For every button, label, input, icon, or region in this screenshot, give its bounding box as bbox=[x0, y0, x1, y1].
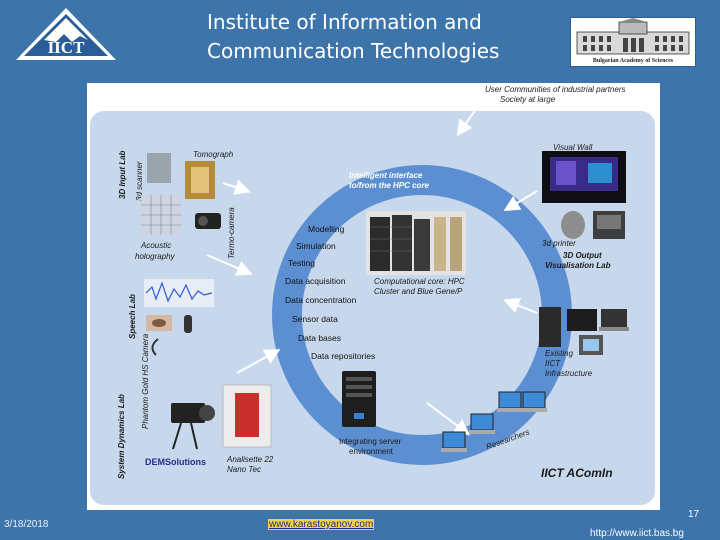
analysette-label-2: Nano Tec bbox=[227, 465, 261, 474]
page-title: Institute of Information and Communicati… bbox=[207, 8, 537, 66]
existing-label-1: Existing bbox=[545, 349, 574, 358]
title-line-1: Institute of Information and bbox=[207, 10, 482, 34]
infrastructure-image bbox=[539, 307, 629, 355]
server-caption-2: environment bbox=[349, 447, 394, 456]
core-item-simulation: Simulation bbox=[296, 241, 336, 251]
existing-label-3: Infrastructure bbox=[545, 369, 593, 378]
researchers-laptops bbox=[441, 391, 547, 452]
phantom-camera-label: Phantom Gold HS Camera bbox=[141, 333, 150, 429]
diagram-slide: User Communities of industrial partners … bbox=[87, 83, 660, 510]
arrows bbox=[206, 104, 538, 436]
core-item-data-bases: Data bases bbox=[298, 333, 341, 343]
core-item-data-acquisition: Data acquisition bbox=[285, 276, 346, 286]
core-item-testing: Testing bbox=[288, 258, 315, 268]
bas-logo: Bulgarian Academy of Sciences bbox=[570, 17, 696, 67]
brand-label: IICT AComIn bbox=[541, 466, 613, 480]
iict-logo-text: IICT bbox=[48, 38, 86, 57]
output-lab-label-1: 3D Output bbox=[563, 251, 602, 260]
iict-logo: IICT bbox=[14, 6, 118, 62]
lab-speech: Speech Lab bbox=[128, 294, 137, 339]
top-caption-1: User Communities of industrial partners bbox=[485, 85, 626, 94]
input-lab-images bbox=[141, 153, 221, 235]
footer-date: 3/18/2018 bbox=[4, 519, 49, 530]
footer-url: http://www.iict.bas.bg bbox=[590, 528, 684, 539]
core-item-modelling: Modelling bbox=[308, 224, 345, 234]
acoustic-label-2: holography bbox=[135, 252, 175, 261]
dem-solutions-label: DEMSolutions bbox=[145, 457, 206, 467]
core-item-sensor-data: Sensor data bbox=[292, 314, 338, 324]
visual-wall-image bbox=[542, 151, 626, 203]
printer-label: 3d printer bbox=[542, 239, 576, 248]
interface-caption-2: to/from the HPC core bbox=[349, 181, 430, 190]
dynamics-lab-images bbox=[171, 384, 272, 450]
server-image bbox=[342, 371, 376, 427]
core-item-data-repositories: Data repositories bbox=[311, 351, 376, 361]
page-number: 17 bbox=[688, 509, 700, 520]
analysette-label-1: Analisette 22 bbox=[227, 455, 274, 464]
interface-caption-1: Intelligent interface bbox=[349, 171, 423, 180]
core-item-data-concentration: Data concentration bbox=[285, 295, 357, 305]
output-lab-label-2: Visualisation Lab bbox=[545, 261, 611, 270]
footer-link[interactable]: www.karastoyanov.com bbox=[268, 519, 375, 530]
core-caption-2: Cluster and Blue Gene/P bbox=[374, 287, 463, 296]
lab-system-dynamics: System Dynamics Lab bbox=[117, 394, 126, 479]
visual-wall-label: Visual Wall bbox=[553, 143, 593, 152]
top-caption-2: Society at large bbox=[500, 95, 556, 104]
existing-label-2: IICT bbox=[545, 359, 561, 368]
bas-logo-text: Bulgarian Academy of Sciences bbox=[592, 58, 674, 64]
printer-image bbox=[561, 211, 625, 239]
title-line-2: Communication Technologies bbox=[207, 39, 500, 63]
speech-lab-images bbox=[144, 279, 214, 356]
hpc-cluster-image bbox=[366, 211, 466, 275]
tomograph-label: Tomograph bbox=[193, 150, 234, 159]
core-caption-1: Computational core: HPC bbox=[374, 277, 465, 286]
acoustic-label-1: Acoustic bbox=[141, 241, 172, 250]
server-caption-1: Integrating server bbox=[339, 437, 402, 446]
lab-3d-input: 3D Input Lab bbox=[118, 150, 127, 199]
